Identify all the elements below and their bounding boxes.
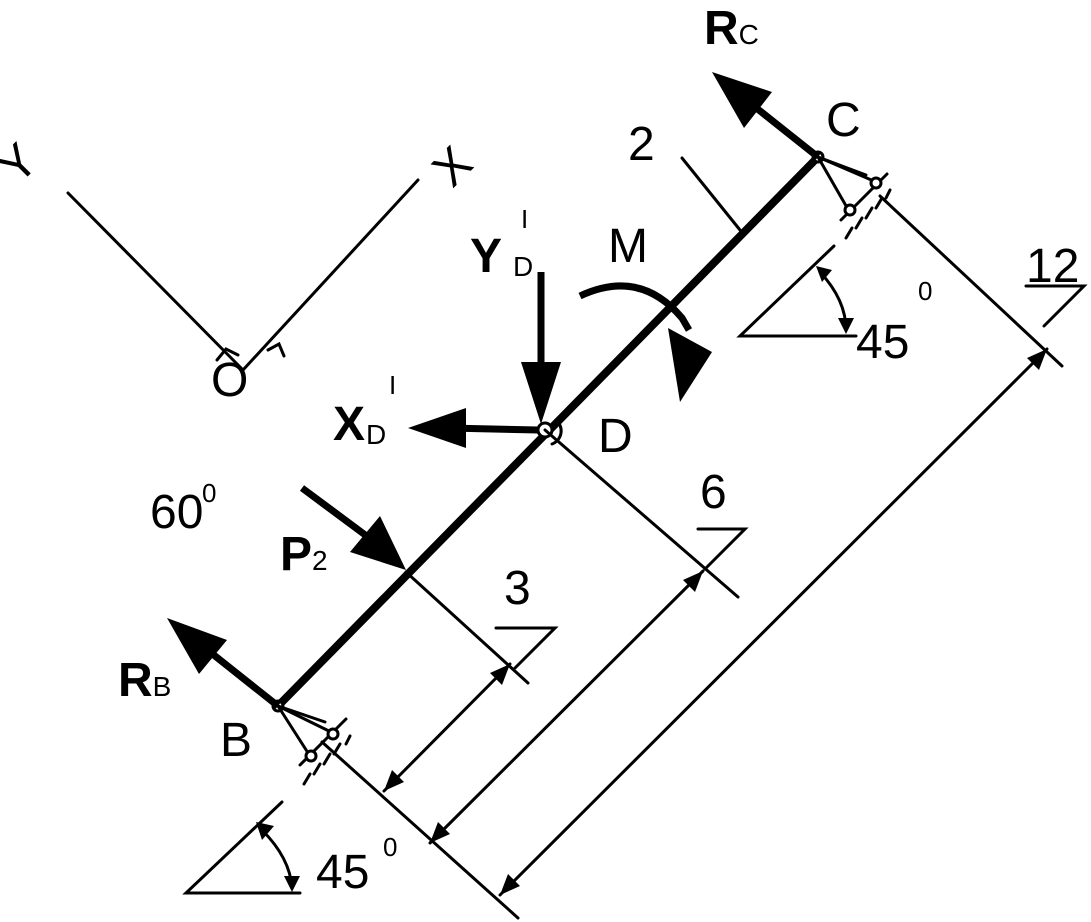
- rb-arrow-head: [167, 618, 227, 674]
- angle-c-value: 45: [856, 316, 909, 369]
- x-axis-arrow: [266, 341, 286, 358]
- rb-label-sub: B: [153, 671, 172, 702]
- origin-label: O: [211, 354, 248, 407]
- xd-label-sub: D: [366, 419, 386, 450]
- rc-label-main: R: [704, 2, 739, 55]
- dim-12-label: 12: [1026, 240, 1079, 293]
- dim-6-arrow-start: [430, 822, 450, 843]
- angle-c: 45 0: [736, 244, 932, 369]
- dim-3-line: [382, 662, 512, 793]
- moment-m: M: [578, 220, 712, 402]
- support-b-roller-1: [326, 727, 340, 741]
- dim-3-arrow-start: [384, 770, 404, 791]
- rb-label: RB: [118, 654, 171, 707]
- dim-6-arrow-end: [683, 571, 703, 592]
- angle-b-sup: 0: [383, 832, 397, 862]
- reaction-rb: RB: [118, 618, 281, 709]
- ext-line-b: [320, 740, 520, 920]
- load-p2: P2 60 0: [150, 478, 406, 581]
- support-c-hatch: [844, 188, 892, 240]
- dim-3-tick: [494, 626, 559, 670]
- yd-label-sup: I: [521, 204, 528, 234]
- moment-arrow-head: [668, 328, 712, 402]
- support-b-roller-2: [304, 749, 318, 763]
- dim-12-tick: [1024, 284, 1088, 328]
- support-b-link-2: [276, 704, 312, 758]
- support-c: [811, 150, 892, 240]
- point-b-label: B: [220, 714, 252, 767]
- rc-arrow-head: [712, 72, 772, 128]
- angle-b-triangle: [182, 800, 302, 895]
- angle-c-triangle: [736, 244, 858, 338]
- support-c-roller-2: [843, 203, 857, 217]
- moment-label: M: [608, 220, 648, 273]
- support-b: [271, 699, 352, 786]
- support-c-roller-1: [869, 176, 883, 190]
- p2-arrow-shaft: [299, 485, 375, 543]
- p2-angle-sup: 0: [202, 478, 216, 508]
- member-leader-line: [680, 156, 742, 232]
- p2-angle-value: 60: [150, 486, 203, 539]
- dim-12-arrow-end: [1027, 349, 1047, 370]
- dim-6-label: 6: [700, 466, 727, 519]
- p2-label: P2: [280, 528, 328, 581]
- y-axis-arrow: [215, 347, 240, 362]
- coordinate-system: Y X O: [0, 134, 483, 407]
- rc-label-sub: C: [739, 19, 759, 50]
- rc-arrow-shaft: [747, 100, 821, 160]
- p2-label-main: P: [280, 528, 312, 581]
- angle-b-arrow-2: [284, 876, 300, 892]
- member-label: 2: [628, 118, 742, 232]
- angle-b: 45 0: [182, 800, 397, 899]
- dim-3-label: 3: [504, 562, 531, 615]
- yd-arrow-head: [521, 362, 561, 424]
- dim-6-line: [428, 569, 705, 845]
- reaction-rc: RC: [704, 2, 821, 160]
- angle-c-arrow-1: [816, 266, 832, 282]
- rb-arrow-shaft: [202, 645, 281, 709]
- dim-3-arrow-end: [490, 664, 510, 685]
- hinge-force-xd: X D I: [333, 370, 539, 451]
- support-b-hatch: [302, 734, 352, 786]
- yd-label-sub: D: [513, 251, 533, 282]
- p2-arrow-head: [350, 516, 406, 570]
- xd-arrow-head: [408, 408, 466, 448]
- x-axis-label: X: [423, 137, 483, 197]
- point-d-label: D: [598, 410, 633, 463]
- support-c-link-3: [816, 155, 868, 177]
- dim-12-arrow-start: [500, 874, 520, 895]
- p2-label-sub: 2: [312, 545, 328, 576]
- yd-label: Y: [470, 230, 502, 283]
- dimensions: 3 6 12: [320, 194, 1088, 920]
- angle-b-arrow-1: [256, 822, 274, 840]
- angle-c-arrow-2: [838, 318, 854, 334]
- support-b-link-3: [276, 704, 327, 724]
- rb-label-main: R: [118, 654, 153, 707]
- angle-b-value: 45: [316, 846, 369, 899]
- x-axis-line: [241, 178, 420, 372]
- y-axis-label: Y: [0, 134, 48, 194]
- dim-6-tick: [696, 527, 749, 571]
- angle-c-sup: 0: [918, 276, 932, 306]
- hinge-d-arc: [550, 418, 563, 446]
- ext-line-c: [878, 194, 1064, 368]
- xd-label-sup: I: [389, 370, 396, 400]
- rc-label: RC: [704, 2, 759, 55]
- xd-label: X: [333, 398, 365, 451]
- y-axis-line: [66, 191, 245, 372]
- moment-arc: [578, 282, 693, 332]
- dim-12-line: [498, 347, 1049, 897]
- hinge-force-yd: Y D I: [470, 204, 561, 424]
- support-c-link-2: [816, 155, 851, 213]
- yd-label-main: Y: [470, 230, 502, 283]
- point-c-label: C: [826, 94, 861, 147]
- xd-label-main: X: [333, 398, 365, 451]
- member-label-text: 2: [628, 118, 655, 171]
